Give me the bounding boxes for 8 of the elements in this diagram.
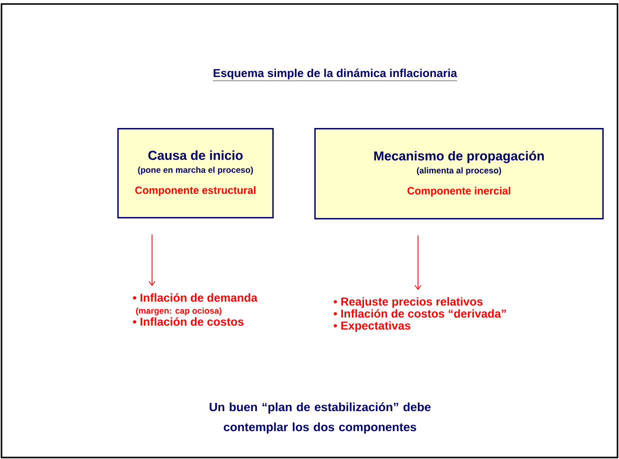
bullet-list: • Inflación de demanda (margen: cap ociosa) • Inflación de costos <box>132 293 258 326</box>
title: Esquema simple de la dinámica inflacionaria <box>212 68 458 81</box>
process-box: Mecanismo de propagación (alimenta al proceso) Componente inercial <box>314 128 604 220</box>
arrow <box>414 235 422 290</box>
conclusion-text: Un buen “plan de estabilización” debe contemplar los dos componentes <box>210 402 431 434</box>
bullet-list: • Reajuste precios relativos • Inflación de costos “derivada” • Expectativas <box>334 297 506 332</box>
arrow <box>148 234 156 286</box>
process-box: Causa de inicio (pone en marcha el proceso) Componente estructural <box>117 128 274 218</box>
